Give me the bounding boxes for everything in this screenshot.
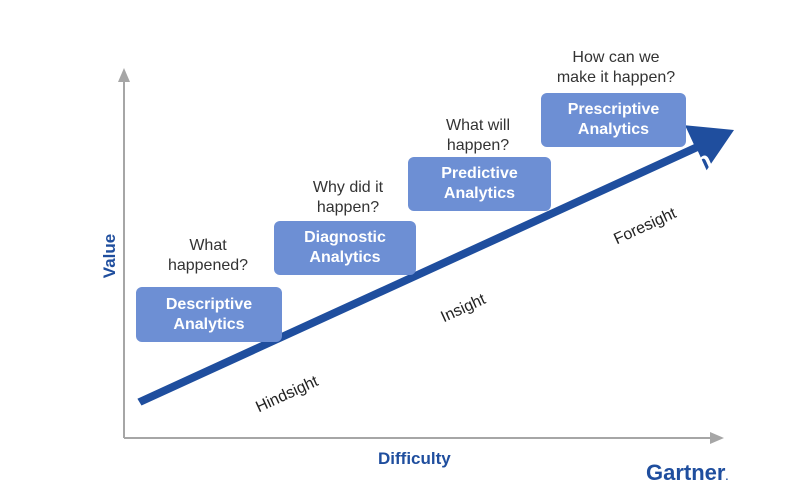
gartner-logo-text: Gartner: [646, 460, 726, 485]
x-axis-arrowhead: [710, 432, 724, 444]
y-axis-label: Value: [100, 233, 120, 279]
y-axis-arrowhead: [118, 68, 130, 82]
progression-arrow: [137, 125, 734, 406]
gartner-logo-dot: .: [725, 472, 729, 483]
x-axis-label: Difficulty: [378, 449, 451, 468]
gartner-logo: Gartner.: [646, 460, 728, 486]
